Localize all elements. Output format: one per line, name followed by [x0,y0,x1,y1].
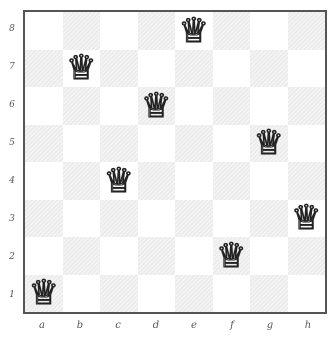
square-a5[interactable] [25,125,63,163]
square-e3[interactable] [175,200,213,238]
square-b3[interactable] [63,200,101,238]
square-d2[interactable] [138,237,176,275]
rank-label-5: 5 [4,124,20,162]
file-label-g: g [251,316,289,334]
square-g4[interactable] [250,162,288,200]
square-d5[interactable] [138,125,176,163]
queen-icon[interactable]: ♕ [291,201,321,235]
square-a8[interactable] [25,12,63,50]
square-b7[interactable]: ♕ [63,50,101,88]
square-f6[interactable] [213,87,251,125]
square-b8[interactable] [63,12,101,50]
square-f7[interactable] [213,50,251,88]
file-label-f: f [213,316,251,334]
square-d6[interactable]: ♕ [138,87,176,125]
square-c2[interactable] [100,237,138,275]
rank-label-8: 8 [4,10,20,48]
rank-label-1: 1 [4,276,20,314]
square-e7[interactable] [175,50,213,88]
square-g7[interactable] [250,50,288,88]
rank-label-2: 2 [4,238,20,276]
square-b4[interactable] [63,162,101,200]
rank-label-4: 4 [4,162,20,200]
square-g8[interactable] [250,12,288,50]
square-d4[interactable] [138,162,176,200]
square-f2[interactable]: ♕ [213,237,251,275]
square-g5[interactable]: ♕ [250,125,288,163]
square-c7[interactable] [100,50,138,88]
file-label-b: b [61,316,99,334]
square-a2[interactable] [25,237,63,275]
square-f4[interactable] [213,162,251,200]
square-e2[interactable] [175,237,213,275]
square-b6[interactable] [63,87,101,125]
square-h6[interactable] [288,87,326,125]
square-c8[interactable] [100,12,138,50]
square-f3[interactable] [213,200,251,238]
queen-icon[interactable]: ♕ [66,51,96,85]
square-c1[interactable] [100,275,138,313]
square-e5[interactable] [175,125,213,163]
rank-label-3: 3 [4,200,20,238]
square-a6[interactable] [25,87,63,125]
square-h2[interactable] [288,237,326,275]
square-f8[interactable] [213,12,251,50]
square-d1[interactable] [138,275,176,313]
square-h7[interactable] [288,50,326,88]
square-h3[interactable]: ♕ [288,200,326,238]
square-c5[interactable] [100,125,138,163]
square-g1[interactable] [250,275,288,313]
queen-icon[interactable]: ♕ [179,14,209,48]
square-c6[interactable] [100,87,138,125]
queen-icon[interactable]: ♕ [254,126,284,160]
square-e4[interactable] [175,162,213,200]
square-c4[interactable]: ♕ [100,162,138,200]
square-g6[interactable] [250,87,288,125]
square-d3[interactable] [138,200,176,238]
rank-label-7: 7 [4,48,20,86]
square-d7[interactable] [138,50,176,88]
square-a7[interactable] [25,50,63,88]
queen-icon[interactable]: ♕ [216,239,246,273]
square-b1[interactable] [63,275,101,313]
square-h8[interactable] [288,12,326,50]
square-d8[interactable] [138,12,176,50]
queen-icon[interactable]: ♕ [141,89,171,123]
square-a3[interactable] [25,200,63,238]
square-f5[interactable] [213,125,251,163]
rank-label-6: 6 [4,86,20,124]
square-a4[interactable] [25,162,63,200]
file-label-e: e [175,316,213,334]
queen-icon[interactable]: ♕ [29,276,59,310]
chess-board: ♕ ♕ ♕ ♕ ♕ ♕ ♕ ♕ [23,10,327,314]
square-e8[interactable]: ♕ [175,12,213,50]
square-a1[interactable]: ♕ [25,275,63,313]
queen-icon[interactable]: ♕ [104,164,134,198]
square-b5[interactable] [63,125,101,163]
file-label-d: d [137,316,175,334]
square-c3[interactable] [100,200,138,238]
square-h4[interactable] [288,162,326,200]
square-e6[interactable] [175,87,213,125]
square-g2[interactable] [250,237,288,275]
square-f1[interactable] [213,275,251,313]
square-g3[interactable] [250,200,288,238]
file-label-a: a [23,316,61,334]
file-label-h: h [289,316,327,334]
file-label-c: c [99,316,137,334]
square-b2[interactable] [63,237,101,275]
square-e1[interactable] [175,275,213,313]
square-h5[interactable] [288,125,326,163]
square-h1[interactable] [288,275,326,313]
